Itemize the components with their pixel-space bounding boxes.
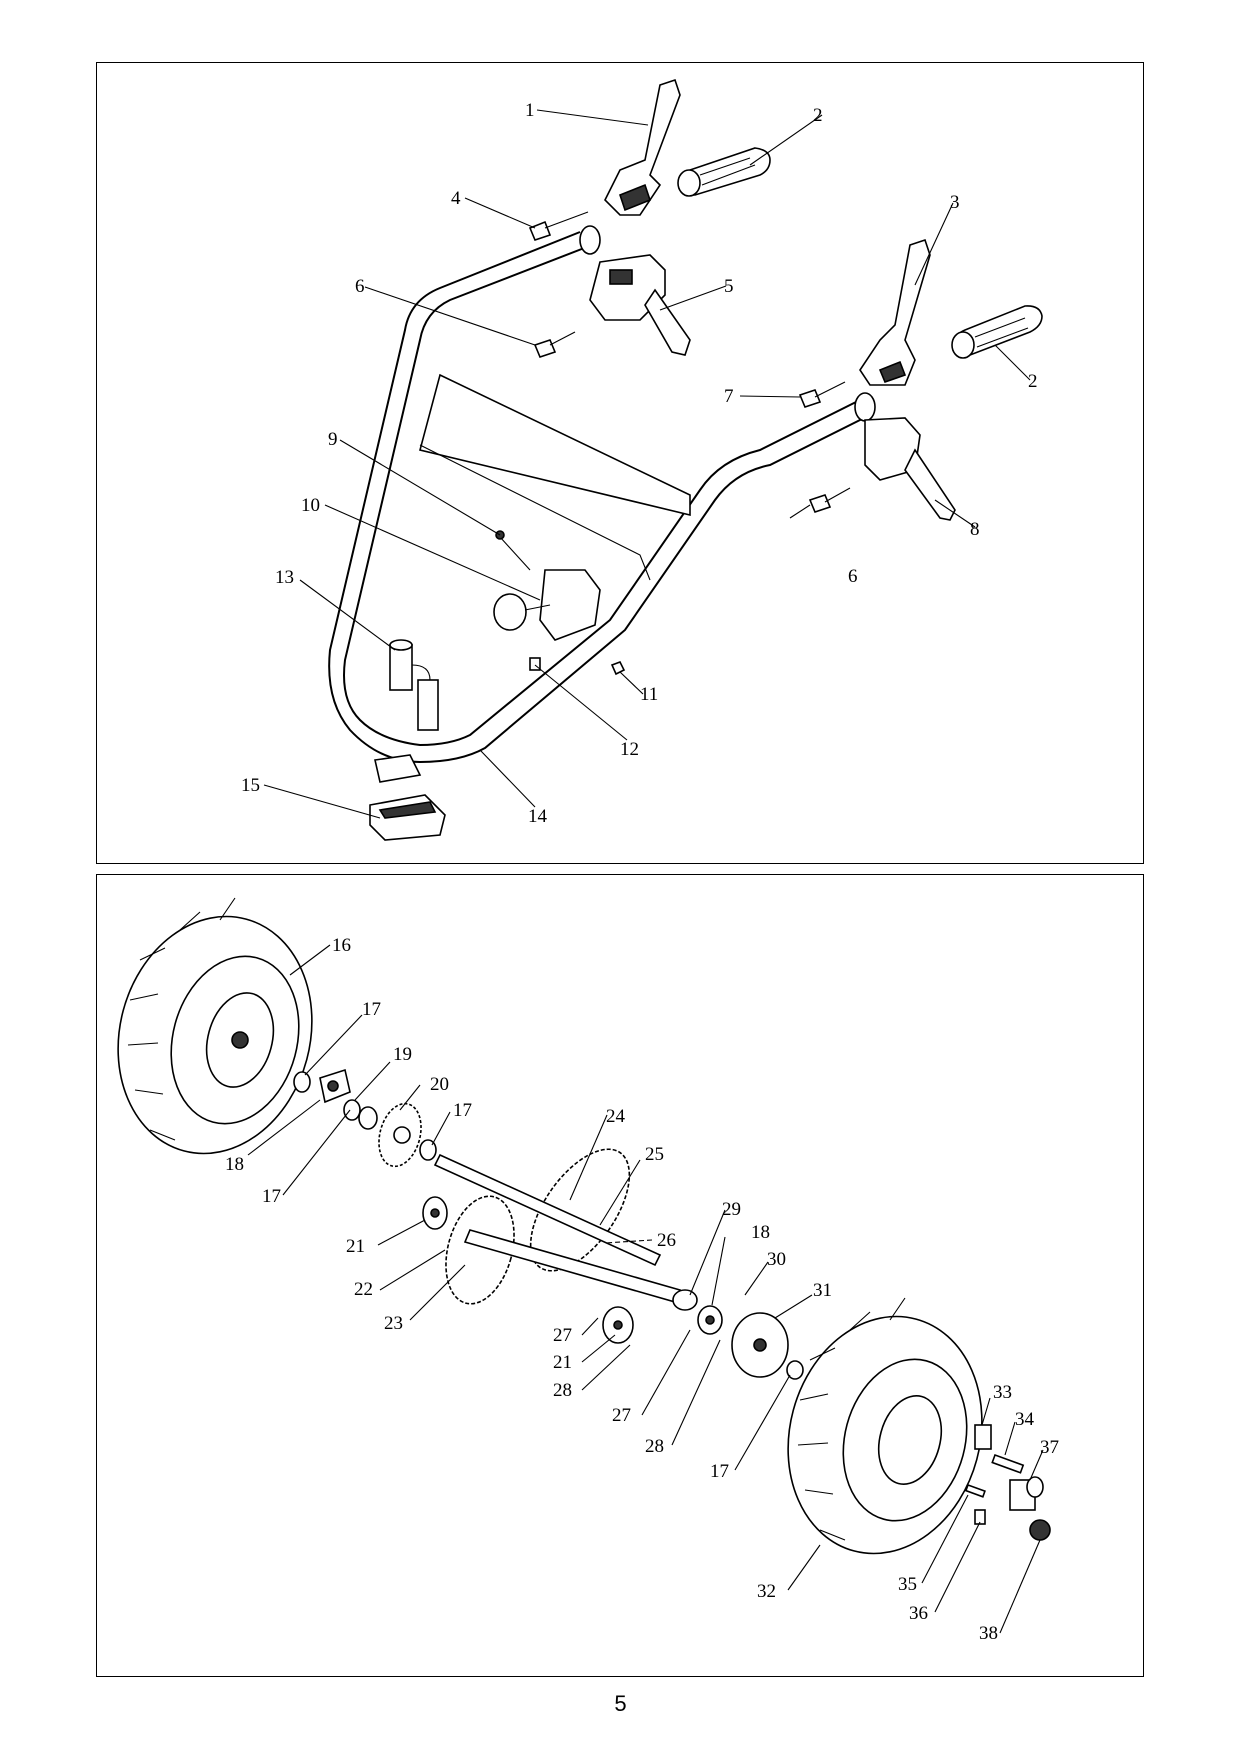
callout-38: 38 — [979, 1623, 998, 1644]
left-control-lever-assembly — [604, 78, 681, 216]
callout-25: 25 — [645, 1144, 664, 1165]
callout-31: 31 — [813, 1280, 832, 1301]
wheel-pin-and-clip — [964, 1424, 1051, 1541]
callout-1: 1 — [525, 100, 535, 121]
callout-17d: 17 — [710, 1461, 729, 1482]
callout-21b: 21 — [553, 1352, 572, 1373]
throttle-lever-handle — [493, 530, 601, 641]
callout-29: 29 — [722, 1199, 741, 1220]
cushion-pad — [369, 754, 446, 841]
callout-26: 26 — [657, 1230, 676, 1251]
callout-2a: 2 — [813, 105, 823, 126]
callout-17c: 17 — [262, 1186, 281, 1207]
bearing-spacers-left — [293, 1068, 437, 1161]
throttle-control-assembly — [589, 254, 691, 356]
callout-11: 11 — [640, 684, 658, 705]
callout-21a: 21 — [346, 1236, 365, 1257]
callout-34: 34 — [1015, 1409, 1035, 1430]
right-wheel-tire — [787, 1297, 983, 1555]
left-wheel-tire — [117, 897, 313, 1155]
cable-connectors — [528, 211, 851, 519]
handle-knob — [389, 639, 439, 731]
handlebar-frame — [328, 225, 876, 764]
top-callout-leaders — [263, 109, 1031, 819]
callout-24: 24 — [606, 1106, 626, 1127]
top-callout-labels: 1 2 3 4 5 6 2 7 8 9 10 6 11 12 13 14 15 — [241, 100, 1038, 827]
callout-2b: 2 — [1028, 371, 1038, 392]
callout-27b: 27 — [612, 1405, 631, 1426]
sprocket — [378, 1102, 422, 1168]
callout-30: 30 — [767, 1249, 786, 1270]
callout-7: 7 — [724, 386, 734, 407]
callout-33: 33 — [993, 1382, 1012, 1403]
page-number: 5 — [614, 1691, 627, 1716]
callout-27a: 27 — [553, 1325, 572, 1346]
drive-chain-and-shafts — [422, 1148, 682, 1305]
callout-17b: 17 — [453, 1100, 472, 1121]
callout-23: 23 — [384, 1313, 403, 1334]
callout-10: 10 — [301, 495, 320, 516]
callout-5: 5 — [724, 276, 734, 297]
hubs-and-flanges — [602, 1289, 804, 1380]
callout-28a: 28 — [553, 1380, 572, 1401]
callout-9: 9 — [328, 429, 338, 450]
callout-18a: 18 — [225, 1154, 244, 1175]
callout-8: 8 — [970, 519, 980, 540]
callout-28b: 28 — [645, 1436, 664, 1457]
callout-12: 12 — [620, 739, 639, 760]
small-fasteners — [529, 657, 626, 676]
callout-19: 19 — [393, 1044, 412, 1065]
right-control-lever-assembly — [859, 238, 931, 386]
callout-17a: 17 — [362, 999, 381, 1020]
callout-37: 37 — [1040, 1437, 1059, 1458]
callout-20: 20 — [430, 1074, 449, 1095]
callout-4: 4 — [451, 188, 461, 209]
callout-32: 32 — [757, 1581, 776, 1602]
callout-13: 13 — [275, 567, 294, 588]
clutch-lever-assembly — [864, 417, 956, 521]
bottom-callout-labels: 16 17 18 19 20 17 17 21 22 23 24 25 26 2… — [225, 935, 1059, 1644]
callout-6a: 6 — [355, 276, 365, 297]
callout-6b: 6 — [848, 566, 858, 587]
callout-35: 35 — [898, 1574, 917, 1595]
callout-14: 14 — [528, 806, 548, 827]
callout-18b: 18 — [751, 1222, 770, 1243]
bottom-callout-leaders — [247, 944, 1044, 1634]
handle-grip-right — [951, 305, 1043, 359]
callout-15: 15 — [241, 775, 260, 796]
callout-22: 22 — [354, 1279, 373, 1300]
callout-3: 3 — [950, 192, 960, 213]
handle-grip-left — [677, 147, 771, 197]
callout-36: 36 — [909, 1603, 928, 1624]
callout-16: 16 — [332, 935, 351, 956]
